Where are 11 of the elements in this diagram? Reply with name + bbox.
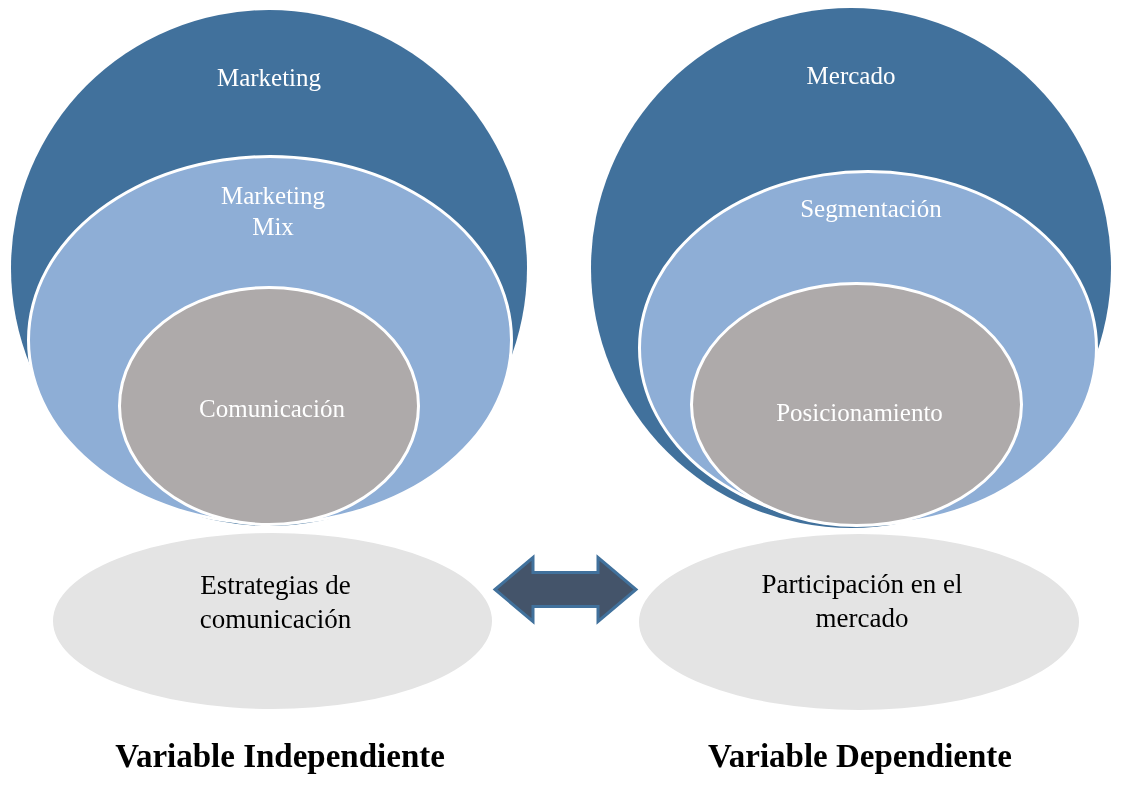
node-label: Marketing Mix xyxy=(219,181,327,243)
node-label: Posicionamiento xyxy=(775,398,944,428)
variable-caption: Variable Dependiente xyxy=(707,740,1013,773)
node-label: Marketing xyxy=(215,63,323,93)
node-label: Comunicación xyxy=(198,394,346,424)
double-block-arrow xyxy=(492,554,639,625)
variable-caption: Variable Independiente xyxy=(114,740,446,773)
node-label: Estrategias de comunicación xyxy=(198,569,353,636)
node-label: Mercado xyxy=(805,61,897,91)
node-label: Participación en el mercado xyxy=(760,568,964,635)
node-label: Segmentación xyxy=(799,194,943,224)
